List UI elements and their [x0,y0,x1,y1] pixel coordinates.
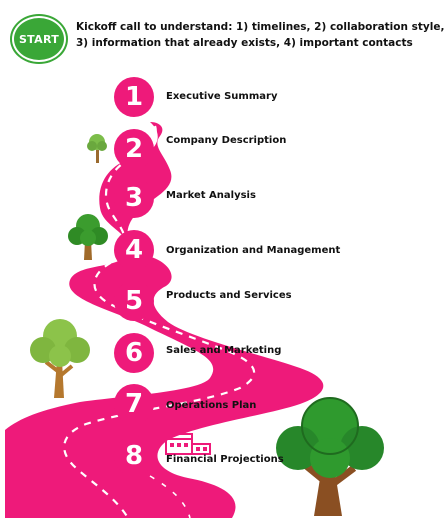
step-5-number: 5 [114,281,154,321]
tree-icon [276,397,384,516]
step-4-label: Organization and Management [166,245,341,256]
step-2-label: Company Description [166,135,287,146]
road-artwork [5,122,324,518]
kickoff-line-2: 3) information that already exists, 4) i… [76,37,413,49]
step-8-number: 8 [114,436,154,476]
tree-icon [68,214,108,260]
step-1-number: 1 [114,77,154,117]
tree-icon [87,134,107,163]
step-5-label: Products and Services [166,290,292,301]
step-6-label: Sales and Marketing [166,345,282,356]
kickoff-line-1: Kickoff call to understand: 1) timelines… [76,21,444,33]
road-center-line [63,125,256,518]
factory-icon [165,433,211,455]
step-6-number: 6 [114,333,154,373]
road [5,122,324,518]
step-3-label: Market Analysis [166,190,256,201]
tree-icon [30,319,90,398]
kickoff-description: Kickoff call to understand: 1) timelines… [76,19,444,51]
start-badge: START [12,16,66,62]
step-2-number: 2 [114,129,154,169]
road-edge-line [149,475,191,518]
step-4-number: 4 [114,230,154,270]
step-7-label: Operations Plan [166,400,257,411]
step-3-number: 3 [114,178,154,218]
roadmap-infographic: START Kickoff call to understand: 1) tim… [5,16,444,518]
step-8-label: Financial Projections [166,454,284,465]
step-1-label: Executive Summary [166,91,278,102]
step-7-number: 7 [114,384,154,424]
